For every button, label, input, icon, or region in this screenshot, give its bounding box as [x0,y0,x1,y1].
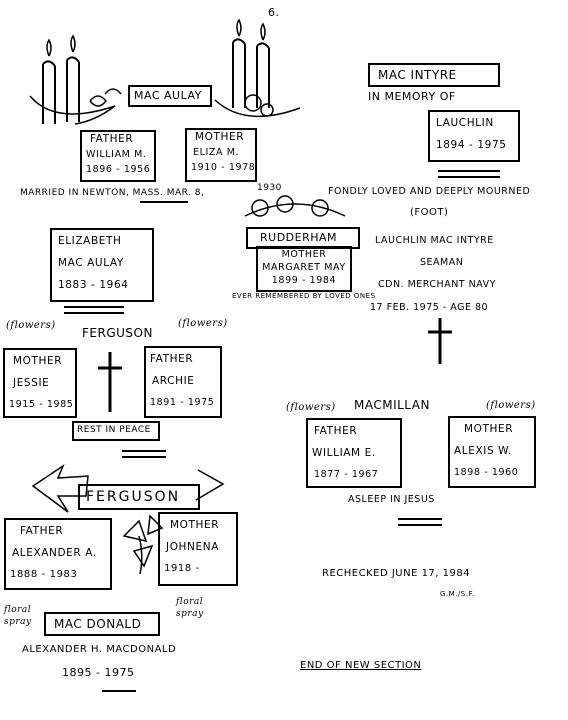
ferguson-top-surname: FERGUSON [82,326,153,340]
macmillan-father-stone: FATHER WILLIAM E. 1877 - 1967 [306,418,402,488]
rudderham-footer: EVER REMEMBERED BY LOVED ONES [232,292,376,300]
macintyre-foot-line-4: 17 FEB. 1975 - AGE 80 [370,302,489,313]
candles-right-icon [214,18,301,118]
recheck-note: RECHECKED JUNE 17, 1984 [322,568,471,579]
divider [140,201,188,203]
macaulay-mother-stone: MOTHER ELIZA M. 1910 - 1978 [185,128,257,182]
ferguson-flowers-right: (flowers) [178,318,228,329]
page-number: 6. [268,6,280,19]
macintyre-foot-line-3: CDN. MERCHANT NAVY [378,279,496,290]
divider [398,518,442,526]
ferguson-flowers-left: (flowers) [6,320,56,331]
macaulay-father-stone: FATHER WILLIAM M. 1896 - 1956 [80,130,156,182]
macintyre-foot-label: (FOOT) [410,207,449,218]
macaulay-married-year: 1930 [257,183,282,193]
macaulay-surname-plate: MAC AULAY [128,85,212,107]
divider [122,450,166,458]
ferguson-father-stone: FATHER ARCHIE 1891 - 1975 [144,346,222,418]
macintyre-memory: IN MEMORY OF [368,90,456,103]
macdonald-dates: 1895 - 1975 [62,666,135,679]
macmillan-flowers-right: (flowers) [486,400,536,411]
macmillan-mother-stone: MOTHER ALEXIS W. 1898 - 1960 [448,416,536,488]
cross-icon [428,318,452,364]
macintyre-headstone: LAUCHLIN 1894 - 1975 [428,110,520,162]
rudderham-scroll: RUDDERHAM [246,227,360,249]
recheck-initials: G.M./S.F. [440,590,475,598]
macdonald-left-note: floral spray [4,605,32,627]
candles-left-icon [29,34,122,125]
ferguson-mother-stone: MOTHER JESSIE 1915 - 1985 [3,348,77,418]
macmillan-asleep: ASLEEP IN JESUS [348,494,435,505]
end-of-section: END OF NEW SECTION [300,660,422,671]
flower-garland-icon [244,195,346,217]
divider [438,170,500,178]
ferguson-rest-plaque: REST IN PEACE [72,421,160,441]
divider [102,690,136,692]
macintyre-surname-plate: MAC INTYRE [368,63,500,87]
macdonald-name: ALEXANDER H. MACDONALD [22,644,177,655]
macaulay-married-note: MARRIED IN NEWTON, MASS. MAR. 8, [20,188,205,198]
macdonald-right-note: floral spray [176,597,204,619]
ferguson-bottom-banner: FERGUSON [78,484,200,510]
lily-flower-icon [122,514,164,575]
macintyre-foot-line-2: SEAMAN [420,257,464,268]
ferguson-bottom-mother-stone: MOTHER JOHNENA 1918 - [158,512,238,586]
rudderham-stone: MOTHER MARGARET MAY 1899 - 1984 [256,246,352,292]
cross-icon [98,352,122,412]
macintyre-foot-line-1: LAUCHLIN MAC INTYRE [375,235,494,246]
ferguson-bottom-father-stone: FATHER ALEXANDER A. 1888 - 1983 [4,518,112,590]
banner-icon [31,464,225,513]
macintyre-inscription: FONDLY LOVED AND DEEPLY MOURNED [328,186,531,197]
elizabeth-stone: ELIZABETH MAC AULAY 1883 - 1964 [50,228,154,302]
macmillan-flowers-left: (flowers) [286,402,336,413]
macdonald-plate: MAC DONALD [44,612,160,636]
divider [64,306,124,314]
macmillan-surname: MACMILLAN [354,398,430,412]
